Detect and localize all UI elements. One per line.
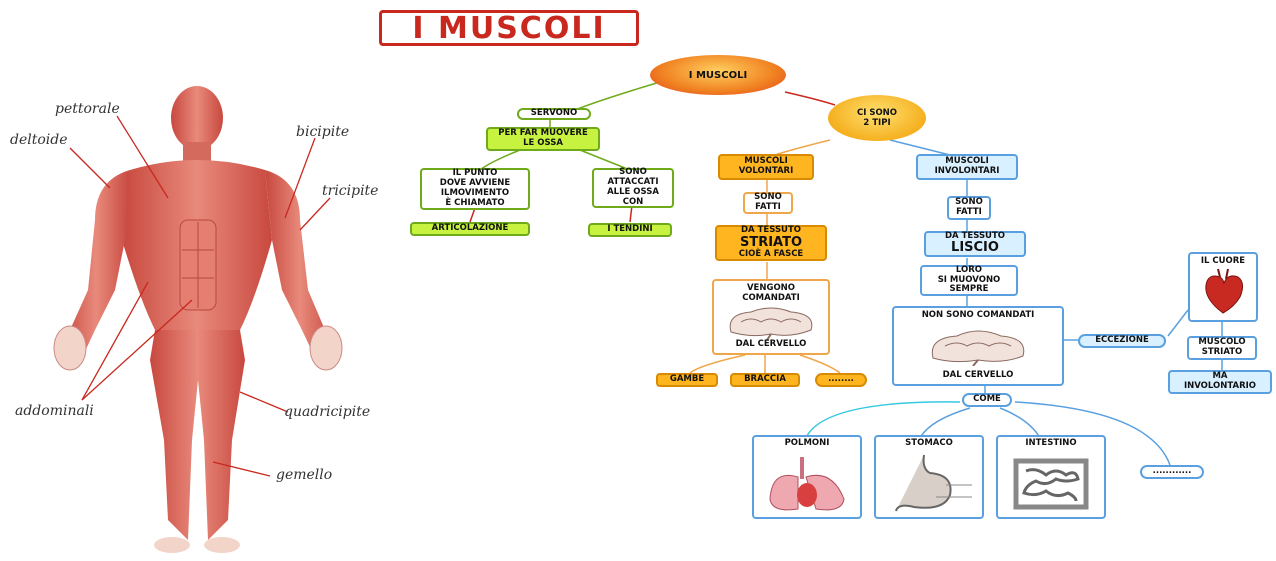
node-attaccati: SONO ATTACCATI ALLE OSSA CON [592,168,674,208]
liscio-label: LISCIO [951,240,999,256]
striato-label: STRIATO [739,234,803,250]
node-articolazione: ARTICOLAZIONE [410,222,530,236]
node-sono-fatti-2: SONO FATTI [947,196,991,220]
intestine-icon [1013,458,1089,510]
stomach-icon [895,454,972,512]
vengono-label: VENGONO COMANDATI [742,283,800,303]
dal-cervello-label-2: DAL CERVELLO [942,370,1014,381]
legs-shape [150,330,245,540]
left-foot-shape [154,537,190,553]
page-title: I MUSCOLI [379,10,639,46]
cioe-label: CIOÈ A FASCE [738,249,804,260]
node-eccezione: ECCEZIONE [1078,334,1166,348]
label-deltoide: deltoide [10,132,68,148]
intestino-label: INTESTINO [1025,438,1077,448]
node-tendini: I TENDINI [588,223,672,237]
label-pettorale: pettorale [55,101,120,117]
label-gemello: gemello [276,467,333,483]
right-hand-shape [309,325,343,371]
node-per-far-muovere: PER FAR MUOVERE LE OSSA [486,127,600,151]
node-gambe: GAMBE [656,373,718,387]
node-polmoni: POLMONI [752,435,862,519]
tessuto-label-2: DA TESSUTO [945,230,1005,241]
neck-shape [183,142,211,162]
label-tricipite: tricipite [322,183,379,199]
dal-cervello-label-1: DAL CERVELLO [735,339,807,350]
node-intestino: INTESTINO [996,435,1106,519]
root-node: I MUSCOLI [650,55,786,95]
right-arm-shape [265,170,335,362]
node-il-cuore: IL CUORE [1188,252,1258,322]
node-tipi: CI SONO 2 TIPI [828,95,926,141]
stomaco-label: STOMACO [905,438,953,448]
node-braccia: BRACCIA [730,373,800,387]
brain-icon [729,307,813,340]
node-loro-si-muovono: LORO SI MUOVONO SEMPRE [920,265,1018,296]
lungs-icon [769,456,845,511]
label-quadricipite: quadricipite [284,404,371,420]
node-tessuto-liscio: DA TESSUTO LISCIO [924,231,1026,257]
node-come: COME [962,393,1012,407]
node-servono: SERVONO [517,108,591,120]
node-dots-1: ........ [815,373,867,387]
left-hand-shape [53,325,87,371]
label-bicipite: bicipite [296,124,350,140]
brain-crossed-icon [931,330,1025,366]
muscle-anatomy-figure [53,86,343,553]
il-cuore-label: IL CUORE [1200,256,1246,266]
left-arm-shape [62,170,130,362]
node-tessuto-striato: DA TESSUTO STRIATO CIOÈ A FASCE [715,225,827,261]
polmoni-label: POLMONI [784,438,830,448]
node-dots-2: ............ [1140,465,1204,479]
node-sono-fatti-1: SONO FATTI [743,192,793,214]
non-comandati-label: NON SONO COMANDATI [921,310,1035,320]
label-addominali: addominali [15,403,94,419]
node-volontari: MUSCOLI VOLONTARI [718,154,814,180]
node-non-comandati: NON SONO COMANDATI DAL CERVELLO [892,306,1064,386]
heart-icon [1205,268,1244,314]
node-vengono-comandati: VENGONO COMANDATI DAL CERVELLO [712,279,830,355]
head-shape [171,86,223,150]
node-muscolo-striato: MUSCOLO STRIATO [1187,336,1257,360]
right-foot-shape [204,537,240,553]
tessuto-label-1: DA TESSUTO [741,224,801,235]
node-stomaco: STOMACO [874,435,984,519]
node-involontari: MUSCOLI INVOLONTARI [916,154,1018,180]
node-ma-involontario: MA INVOLONTARIO [1168,370,1272,394]
node-punto-movimento: IL PUNTO DOVE AVVIENE ILMOVIMENTO È CHIA… [420,168,530,210]
